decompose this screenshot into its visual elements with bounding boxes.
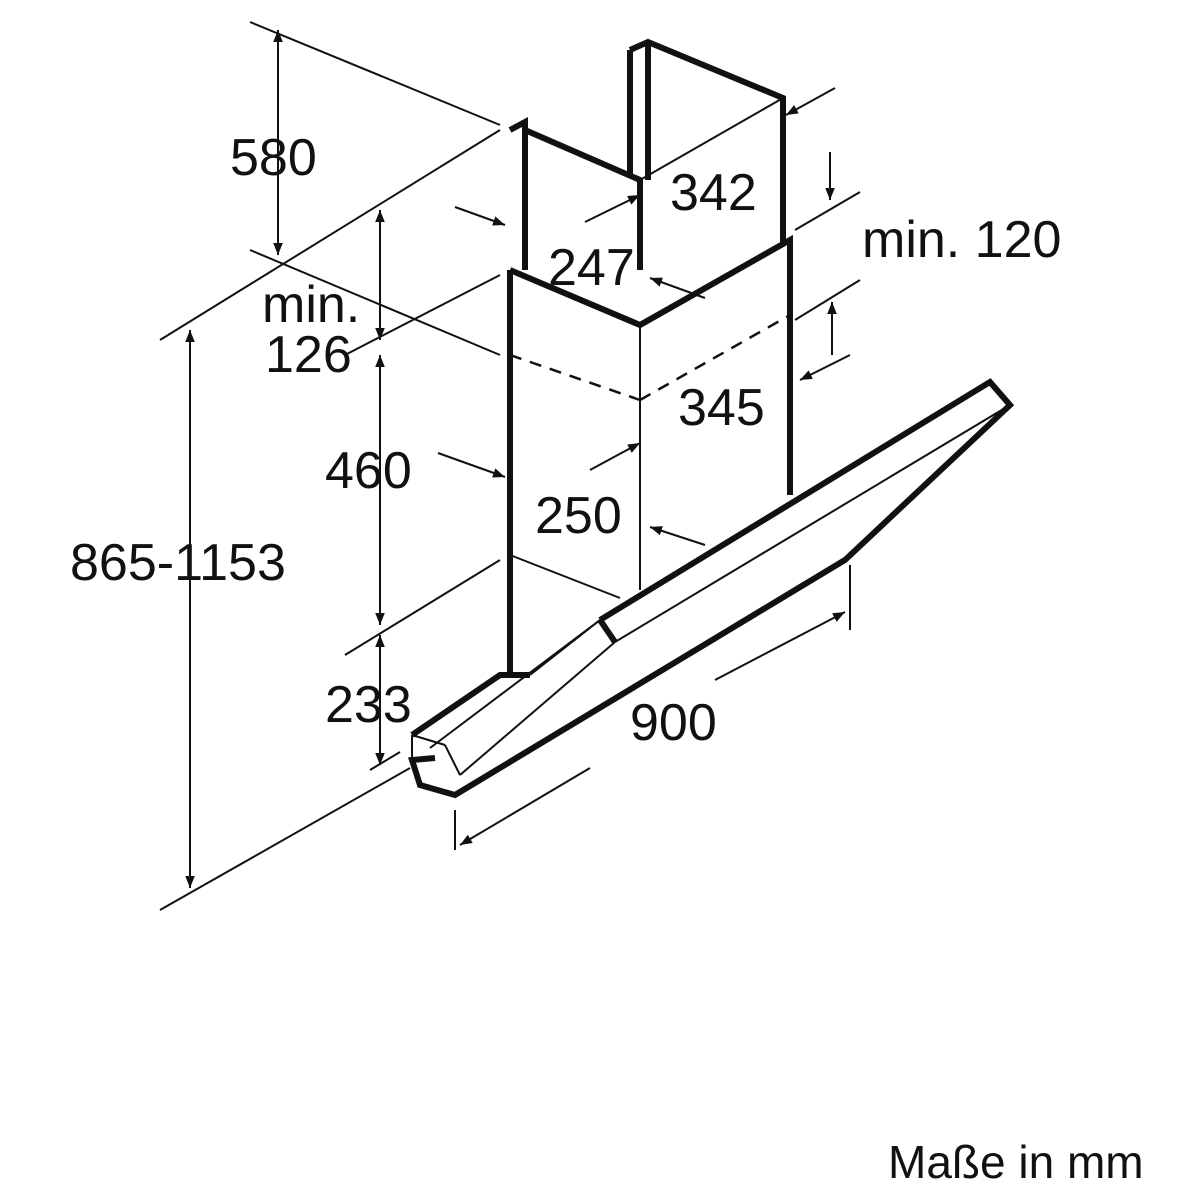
label-250: 250: [535, 487, 622, 545]
label-345: 345: [678, 379, 765, 437]
arrow-900-a: [714, 611, 846, 681]
dimension-labels: 580 342 247 min. 120 min. 126 345 460 25…: [70, 129, 1061, 752]
canopy-glass: [407, 378, 1015, 799]
arrow-side-126: [454, 206, 506, 226]
arrow-460-side: [437, 452, 506, 478]
label-460: 460: [325, 442, 412, 500]
label-865-1153: 865-1153: [70, 534, 286, 592]
arrow-min-120-b: [799, 354, 851, 381]
chimney-upper-section: [508, 38, 786, 270]
extension-lines: [159, 21, 861, 911]
arrow-342-a: [785, 87, 836, 116]
label-247: 247: [548, 239, 635, 297]
label-min-120: min. 120: [862, 211, 1061, 269]
label-900: 900: [630, 694, 717, 752]
arrow-247-a: [584, 194, 641, 223]
label-233: 233: [325, 676, 412, 734]
dimension-arrows: [185, 30, 851, 888]
arrow-900-b: [459, 767, 591, 846]
arrow-247-b: [649, 277, 706, 299]
units-note: Maße in mm: [888, 1136, 1144, 1188]
label-min: min.: [262, 276, 360, 334]
label-126: 126: [265, 326, 352, 384]
label-342: 342: [670, 164, 757, 222]
chimney-lower-section: [507, 234, 793, 675]
label-580: 580: [230, 129, 317, 187]
arrow-250-a: [589, 442, 641, 471]
arrow-250-b: [649, 526, 706, 546]
